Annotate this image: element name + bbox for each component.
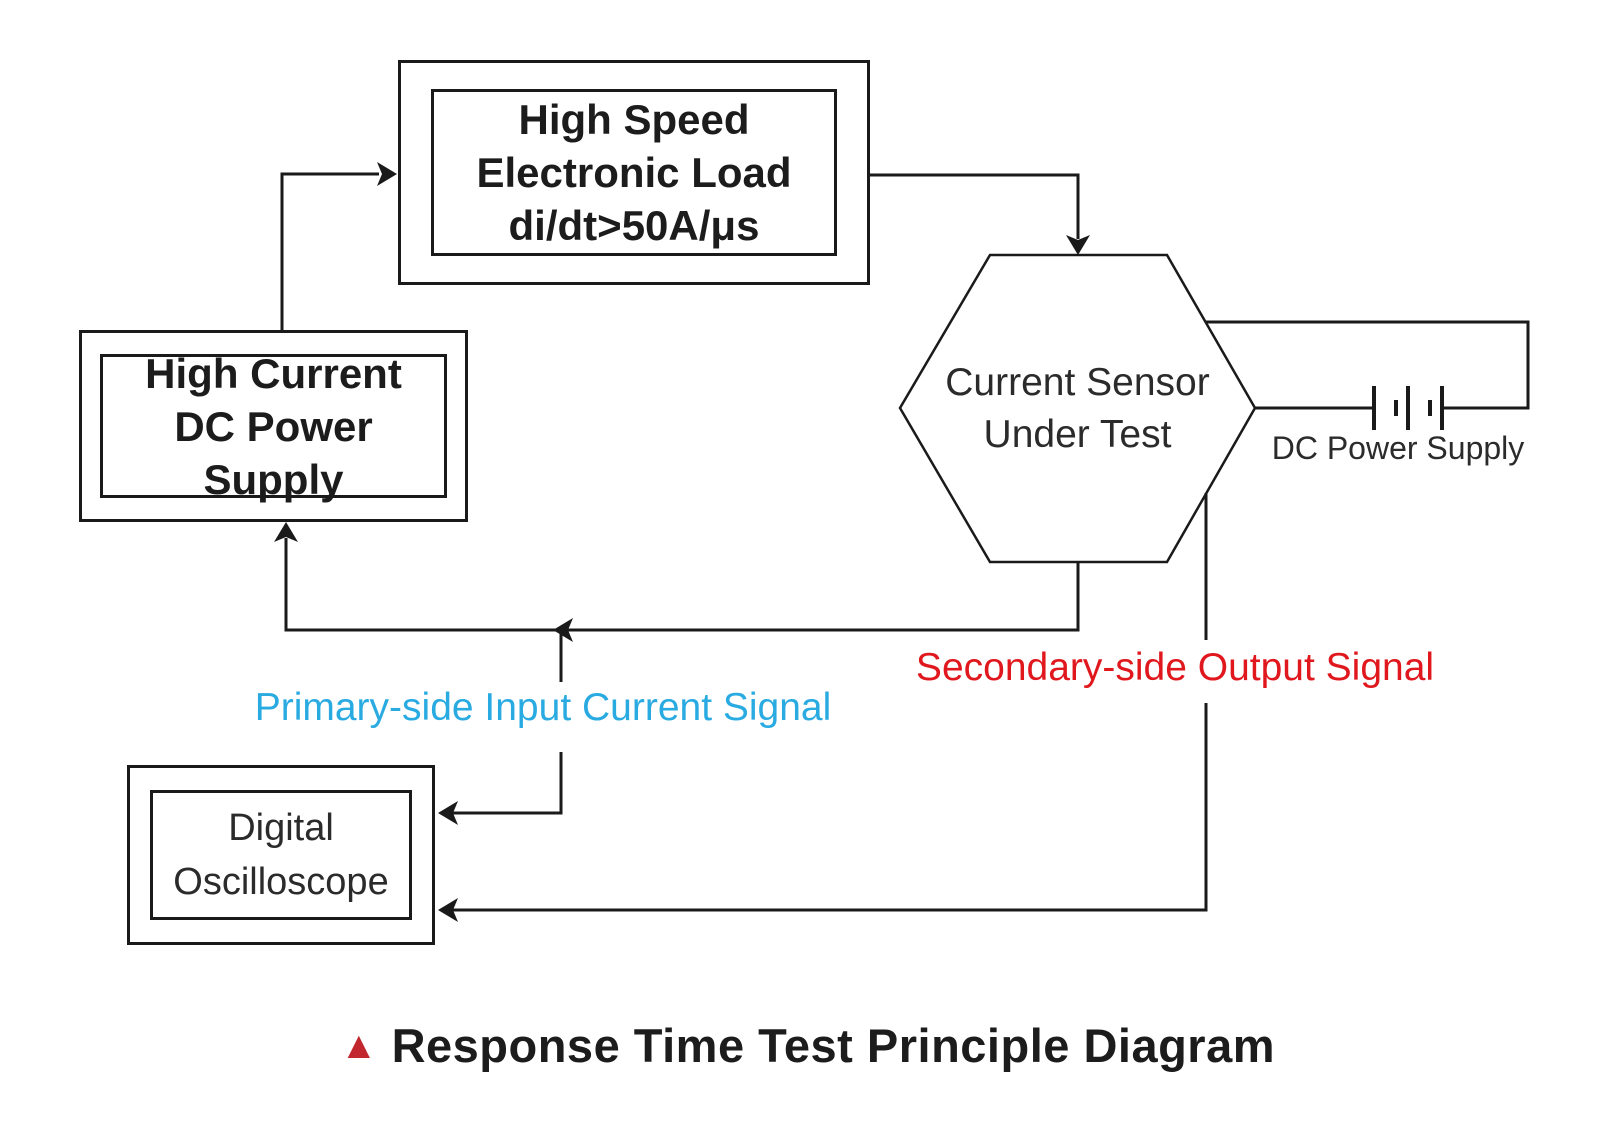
arrowhead-into-load [377,162,397,186]
node-line: Oscilloscope [173,861,389,903]
node-line: High Speed [518,96,750,143]
arrowhead-primary-into-osc [438,801,458,825]
node-high-current-dc-power-supply-frame: High Current DC Power Supply [100,350,447,503]
arrowhead-into-sensor [1066,235,1090,255]
connector-supply-to-load [280,172,379,330]
diagram-caption: ▲ Response Time Test Principle Diagram [0,1018,1615,1073]
arrowhead-secondary-into-osc [438,898,458,922]
node-high-speed-electronic-load-frame: High Speed Electronic Load di/dt>50A/μs [431,89,837,256]
node-line: Current Sensor [945,360,1210,404]
connector-battery-loop [1206,320,1530,410]
node-current-sensor-under-test-label: Current Sensor Under Test [900,255,1255,562]
connector-secondary-output [453,493,1208,912]
node-digital-oscilloscope-frame: Digital Oscilloscope [150,790,412,920]
primary-side-signal-label: Primary-side Input Current Signal [248,686,838,730]
node-high-current-dc-power-supply: High Current DC Power Supply [79,330,468,522]
node-line: di/dt>50A/μs [508,202,760,249]
battery-icon [1372,386,1444,430]
connector-primary-tap [453,630,563,815]
connector-load-to-sensor [870,173,1080,239]
arrowhead-into-supply [274,522,298,542]
node-line: Under Test [983,412,1172,456]
node-digital-oscilloscope: Digital Oscilloscope [127,765,435,945]
arrowhead-feedback-left [553,618,573,642]
node-line: Electronic Load [476,149,792,196]
triangle-up-icon: ▲ [339,1024,378,1067]
caption-text: Response Time Test Principle Diagram [391,1019,1276,1072]
connector-sensor-feedback [284,538,1080,632]
node-line: Digital [228,807,334,849]
battery-dc-power-supply-label: DC Power Supply [1271,430,1525,466]
current-sensor-hexagon [898,253,1257,564]
node-line: High Current [145,349,402,397]
node-line: DC Power Supply [174,402,373,503]
node-high-speed-electronic-load: High Speed Electronic Load di/dt>50A/μs [398,60,870,285]
secondary-side-signal-label: Secondary-side Output Signal [909,646,1441,690]
